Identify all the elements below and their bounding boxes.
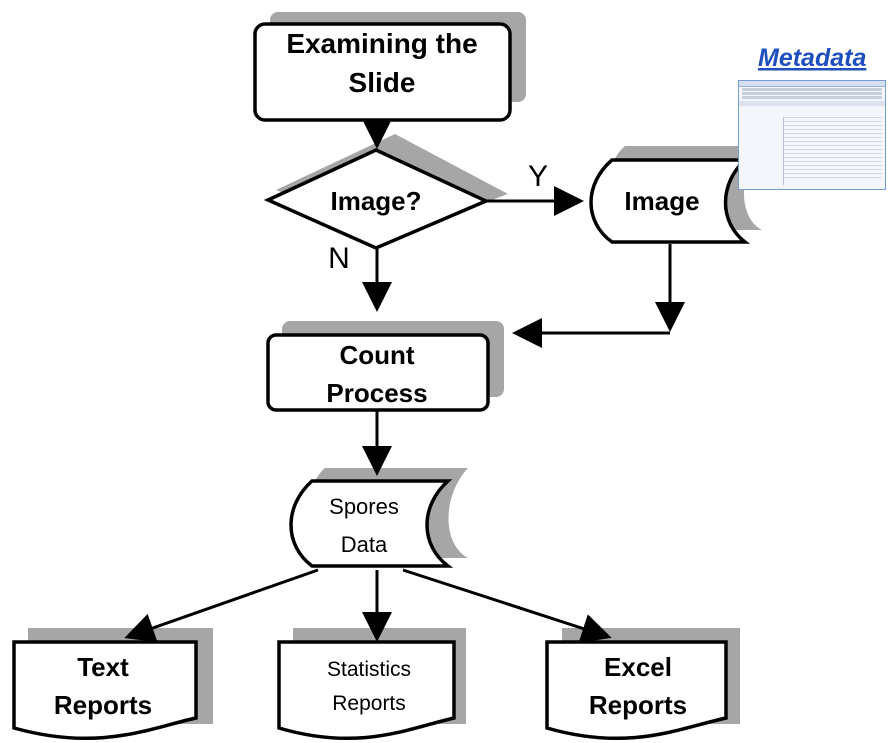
- thumbnail-subheader: [739, 101, 885, 106]
- count-label-line1: Count: [339, 340, 414, 370]
- edge-spores-to-text: [124, 568, 319, 643]
- text-reports-box: [12, 640, 198, 741]
- thumbnail-header: [739, 81, 885, 87]
- text-reports-line1: Text: [77, 652, 129, 682]
- image-box: [589, 158, 751, 244]
- statistics-reports-line1: Statistics: [327, 658, 411, 681]
- node-text-reports[interactable]: Text Reports: [12, 628, 213, 741]
- spores-box: [289, 479, 454, 568]
- node-count-process[interactable]: Count Count Process: [266, 321, 504, 412]
- thumbnail-row: [742, 96, 882, 99]
- image-label: Image: [624, 186, 699, 216]
- metadata-thumbnail[interactable]: [738, 80, 886, 190]
- examining-label-line1: Examining the: [286, 28, 477, 59]
- spores-label-line1: Spores: [329, 494, 399, 519]
- node-image-data[interactable]: Image: [589, 146, 762, 244]
- spores-label-line2: Data: [341, 532, 388, 557]
- edge-label-no: N: [328, 242, 350, 275]
- thumbnail-row: [742, 92, 882, 95]
- decision-label: Image?: [330, 186, 421, 216]
- node-spores-data[interactable]: Spores Data: [289, 468, 468, 568]
- text-reports-line2: Reports: [54, 690, 152, 720]
- excel-reports-line2: Reports: [589, 690, 687, 720]
- excel-reports-line1: Excel: [604, 652, 672, 682]
- examining-label-line2: Slide: [349, 67, 416, 98]
- edge-spores-to-excel: [402, 568, 612, 643]
- thumbnail-row: [742, 88, 882, 91]
- node-excel-reports[interactable]: Excel Reports: [545, 628, 740, 741]
- thumbnail-grid: [783, 117, 882, 185]
- edge-label-yes: Y: [528, 160, 548, 193]
- node-statistics-reports[interactable]: Statistics Reports: [277, 628, 466, 741]
- count-label-line2: Process: [326, 378, 427, 408]
- statistics-reports-line2: Reports: [332, 692, 406, 715]
- excel-reports-box: [545, 640, 728, 741]
- metadata-link[interactable]: Metadata: [758, 44, 866, 72]
- node-decision-image[interactable]: Image?: [263, 134, 508, 250]
- node-examining-slide[interactable]: Examining th Examining the Slide: [253, 12, 526, 122]
- edges: [124, 119, 685, 643]
- statistics-reports-box: [277, 640, 456, 741]
